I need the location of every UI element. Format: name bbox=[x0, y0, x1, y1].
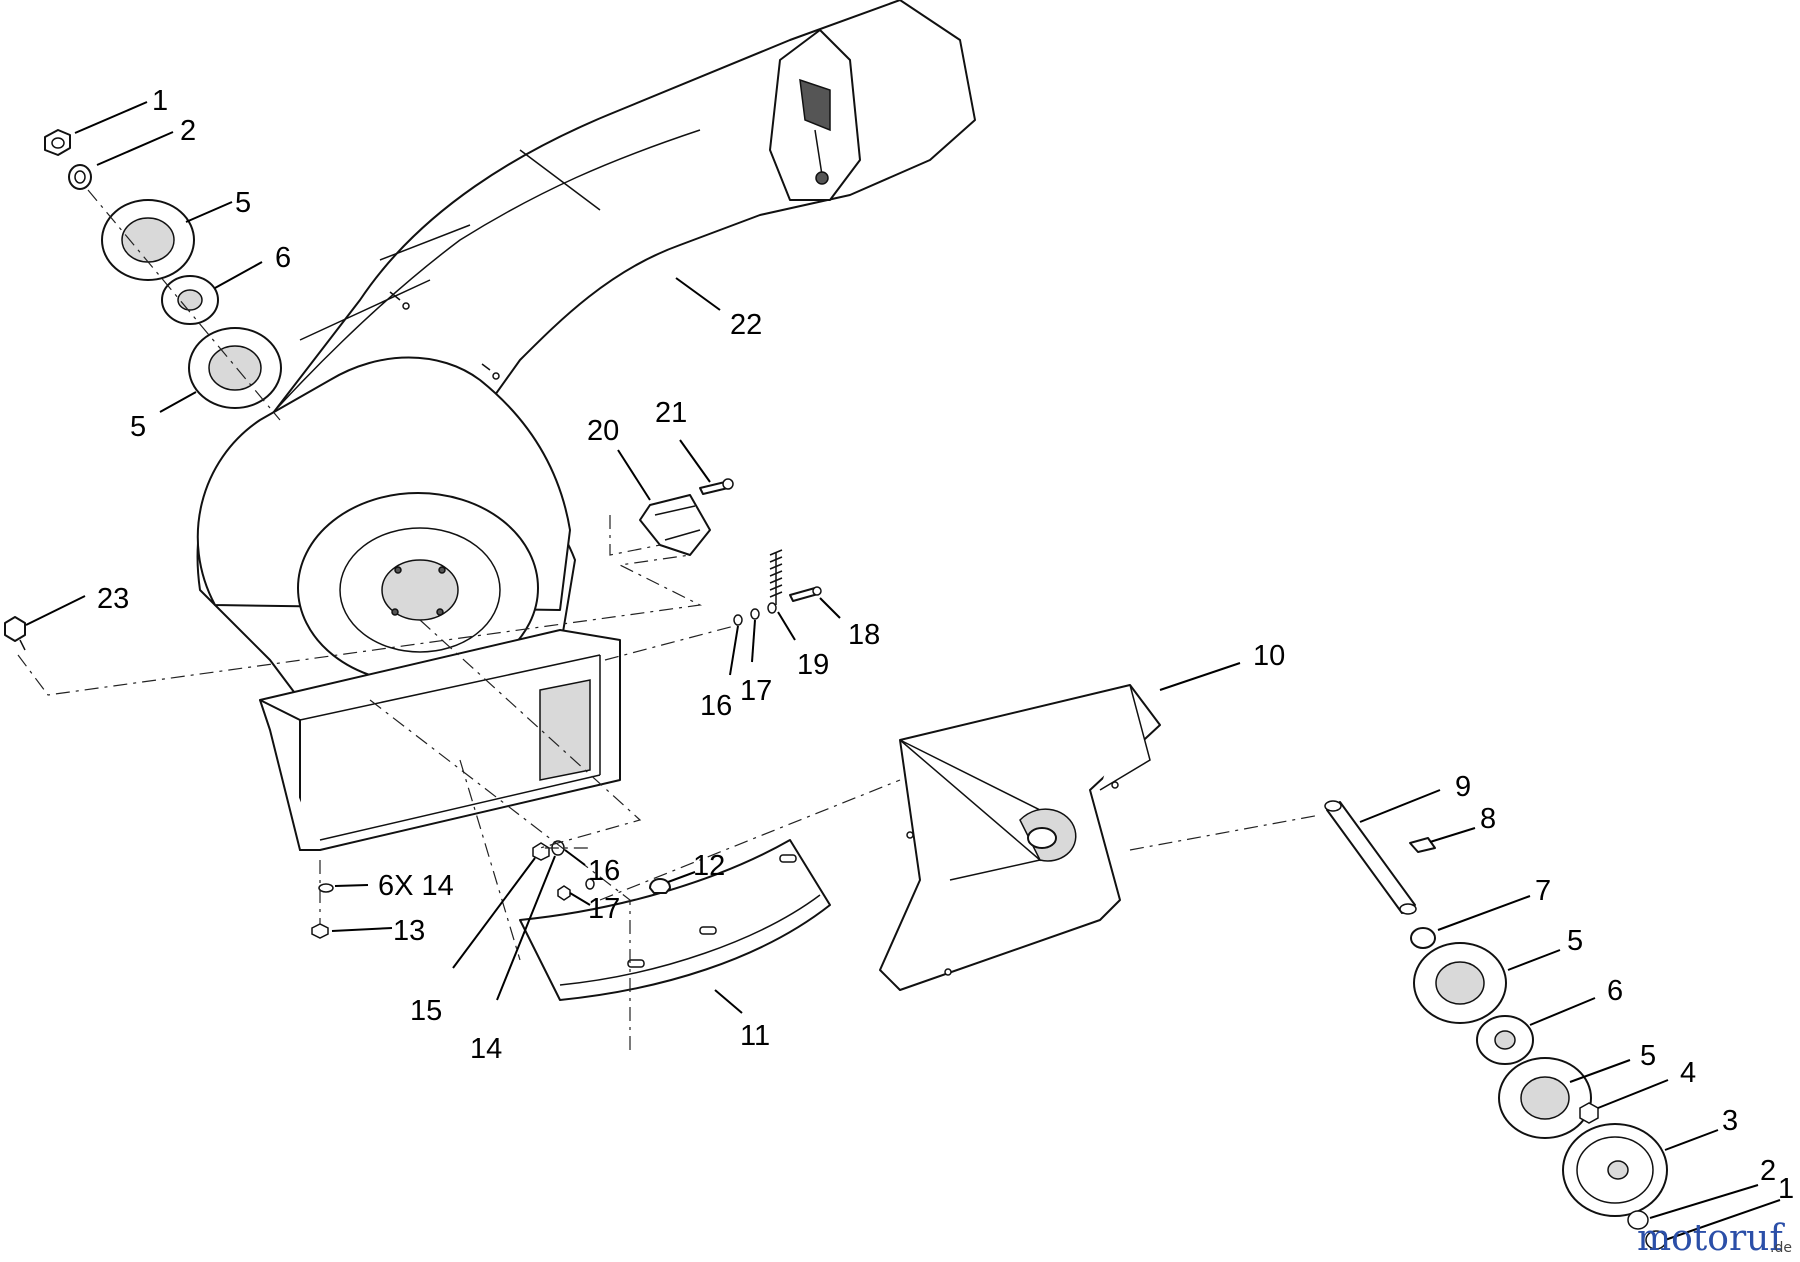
spacer-7 bbox=[1410, 927, 1436, 949]
callout-4: 4 bbox=[1680, 1057, 1696, 1089]
callout-labels: 1 2 5 6 5 22 20 21 23 18 19 16 17 10 9 8… bbox=[97, 85, 1794, 1205]
callout-6x14: 6X 14 bbox=[378, 870, 454, 902]
callout-23: 23 bbox=[97, 583, 129, 615]
callout-3: 3 bbox=[1722, 1105, 1738, 1137]
callout-16-b: 16 bbox=[588, 855, 620, 887]
callout-17-b: 17 bbox=[588, 893, 620, 925]
alignment-lines bbox=[17, 189, 1321, 1050]
fan-housing bbox=[196, 356, 621, 851]
bolt-23 bbox=[4, 616, 26, 651]
callout-6-top: 6 bbox=[275, 242, 291, 274]
callout-19: 19 bbox=[797, 649, 829, 681]
callout-2-b: 2 bbox=[1760, 1155, 1776, 1187]
callout-7: 7 bbox=[1535, 875, 1551, 907]
impeller bbox=[879, 684, 1161, 991]
callout-20: 20 bbox=[587, 415, 619, 447]
leader-lines bbox=[25, 101, 1781, 1241]
watermark-logo: motoruf .de bbox=[1637, 1218, 1792, 1259]
lower-hardware bbox=[311, 840, 671, 939]
watermark-suffix: .de bbox=[1770, 1240, 1792, 1256]
callout-1-top: 1 bbox=[152, 85, 168, 117]
callout-15: 15 bbox=[410, 995, 442, 1027]
callout-9: 9 bbox=[1455, 771, 1471, 803]
deflector-bracket bbox=[639, 478, 734, 556]
callout-5-b: 5 bbox=[130, 411, 146, 443]
callout-13: 13 bbox=[393, 915, 425, 947]
callout-10: 10 bbox=[1253, 640, 1285, 672]
callout-11: 11 bbox=[740, 1020, 770, 1052]
callout-21: 21 bbox=[655, 397, 687, 429]
nut-4 bbox=[1579, 1102, 1599, 1124]
callout-14: 14 bbox=[470, 1033, 502, 1065]
curved-liner bbox=[519, 839, 831, 1001]
callout-16-a: 16 bbox=[700, 690, 732, 722]
spring-assembly bbox=[733, 549, 822, 626]
callout-17-a: 17 bbox=[740, 675, 772, 707]
right-shaft-stack bbox=[1324, 800, 1668, 1250]
callout-6-b: 6 bbox=[1607, 975, 1623, 1007]
callout-5-a: 5 bbox=[235, 187, 251, 219]
callout-12: 12 bbox=[693, 850, 725, 882]
callout-1-b: 1 bbox=[1778, 1173, 1794, 1205]
left-bearing-stack bbox=[44, 129, 282, 409]
callout-2-top: 2 bbox=[180, 115, 196, 147]
callout-5-c: 5 bbox=[1567, 925, 1583, 957]
callout-22: 22 bbox=[730, 309, 762, 341]
watermark-text: motoruf bbox=[1637, 1218, 1785, 1259]
callout-18: 18 bbox=[848, 619, 880, 651]
callout-5-d: 5 bbox=[1640, 1040, 1656, 1072]
callout-8: 8 bbox=[1480, 803, 1496, 835]
